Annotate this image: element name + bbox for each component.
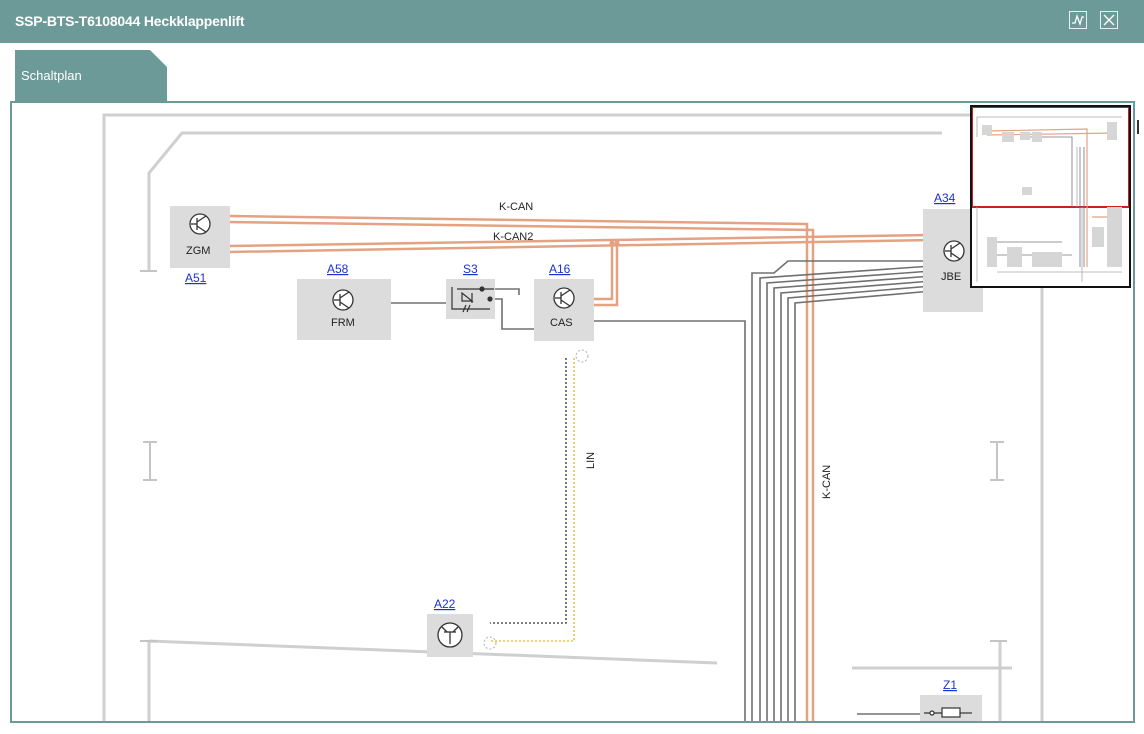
component-a16[interactable]: CAS [534,279,594,341]
transistor-icon [553,287,575,309]
overview-minimap[interactable] [970,105,1131,288]
title-bar: SSP-BTS-T6108044 Heckklappenlift [0,0,1144,43]
tab-strip [0,43,1144,101]
a58-link[interactable]: A58 [327,262,349,276]
kcan2-label: K-CAN2 [493,231,533,243]
component-s3[interactable] [446,279,495,319]
fuse-icon [924,707,972,718]
component-a22[interactable] [427,614,473,657]
wiring-diagram[interactable]: K-CAN K-CAN2 LIN K-CAN ZGM A51 A58 [12,103,1133,721]
kcan-vertical-label: K-CAN [821,465,833,499]
window-title: SSP-BTS-T6108044 Heckklappenlift [15,13,245,29]
minimap-diagram [972,107,1129,282]
diagram-frame [102,113,1082,721]
minimap-resize-handle[interactable] [1137,120,1139,134]
tab-label: Schaltplan [21,68,82,83]
signal-view-button[interactable] [1069,11,1087,29]
kcan-bus [228,214,933,721]
a51-name: ZGM [186,245,210,257]
a16-name: CAS [550,317,573,329]
gray-wires [390,260,933,721]
a16-link[interactable]: A16 [549,262,571,276]
close-icon [1103,14,1115,26]
component-a58[interactable]: FRM [297,279,391,340]
a51-link[interactable]: A51 [185,271,207,285]
frame-markers [140,270,1007,642]
waveform-icon [1072,14,1084,26]
close-button[interactable] [1100,11,1118,29]
kcan-junctions [609,240,620,246]
tab-schaltplan[interactable]: Schaltplan [15,50,167,102]
component-z1[interactable] [920,695,982,721]
a58-name: FRM [331,317,355,329]
switch-led-icon [451,286,494,313]
transistor-icon [437,622,463,648]
lin-label: LIN [585,452,597,469]
transistor-icon [943,240,965,262]
lin-bus [483,349,589,650]
s3-link[interactable]: S3 [463,262,478,276]
transistor-icon [332,289,354,311]
schematic-canvas[interactable]: K-CAN K-CAN2 LIN K-CAN ZGM A51 A58 [10,101,1135,723]
kcan-label: K-CAN [499,201,533,213]
a22-link[interactable]: A22 [434,597,456,611]
a34-link[interactable]: A34 [934,191,956,205]
component-a51[interactable]: ZGM [170,206,230,268]
transistor-icon [189,213,211,235]
a34-name: JBE [941,271,961,283]
z1-link[interactable]: Z1 [943,678,957,692]
